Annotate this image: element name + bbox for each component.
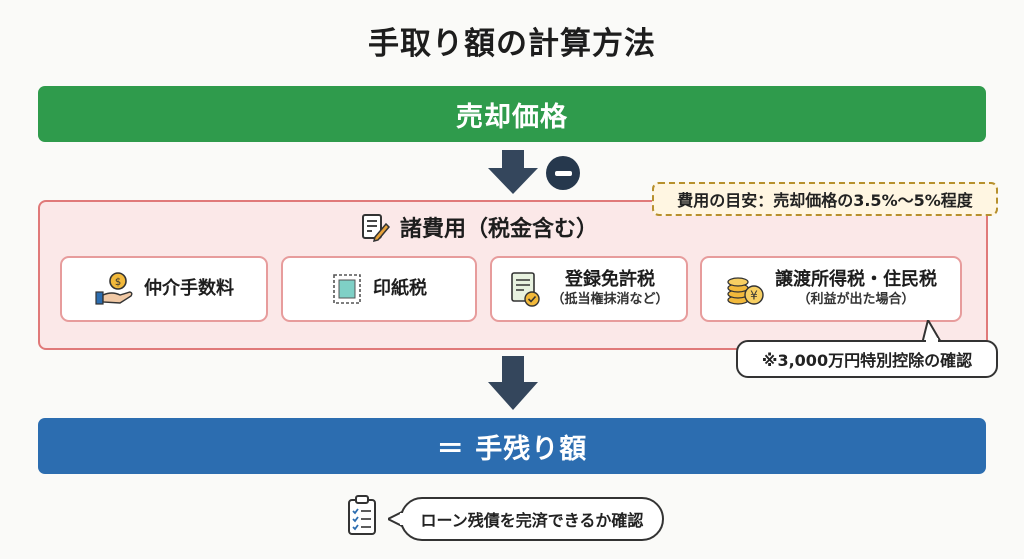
memo-pencil-icon [360,212,390,242]
page-title: 手取り額の計算方法 [368,26,656,62]
svg-text:$: $ [115,277,121,288]
expense-label: 仲介手数料 [144,277,234,299]
document-check-icon [509,270,541,308]
yen-coins-icon: ¥ [725,270,765,308]
expense-label: 登録免許税 [564,268,655,290]
net-proceeds-bar: ＝ 手残り額 [38,418,986,474]
footer-pointer-cover [400,513,404,525]
expense-card-stamp-tax: 印紙税 [281,256,477,322]
expense-card-capital-gains-tax: ¥ 譲渡所得税・住民税 （利益が出た場合） [700,256,962,322]
expense-sublabel: （利益が出た場合） [797,292,915,308]
arrow-down-icon [488,356,538,410]
loan-check-callout: ローン残債を完済できるか確認 [400,497,664,541]
expense-card-brokerage-fee: $ 仲介手数料 [60,256,268,322]
minus-icon [546,156,580,190]
arrow-down-icon [488,150,538,194]
deduction-callout: ※3,000万円特別控除の確認 [736,340,998,378]
expense-label: 譲渡所得税・住民税 [775,268,937,290]
expense-label: 印紙税 [373,277,427,299]
stamp-icon [331,272,363,306]
expenses-heading: 諸費用（税金含む） [360,212,598,242]
checklist-icon [346,494,380,538]
sale-price-bar: 売却価格 [38,86,986,142]
cost-estimate-note: 費用の目安：売却価格の3.5%〜5%程度 [652,182,998,216]
coin-hand-icon: $ [94,271,134,307]
expense-card-registration-tax: 登録免許税 （抵当権抹消など） [490,256,688,322]
svg-text:¥: ¥ [750,289,758,303]
callout-pointer-cover [926,338,938,342]
expense-sublabel: （抵当権抹消など） [551,292,669,308]
expenses-heading-text: 諸費用（税金含む） [400,217,599,242]
